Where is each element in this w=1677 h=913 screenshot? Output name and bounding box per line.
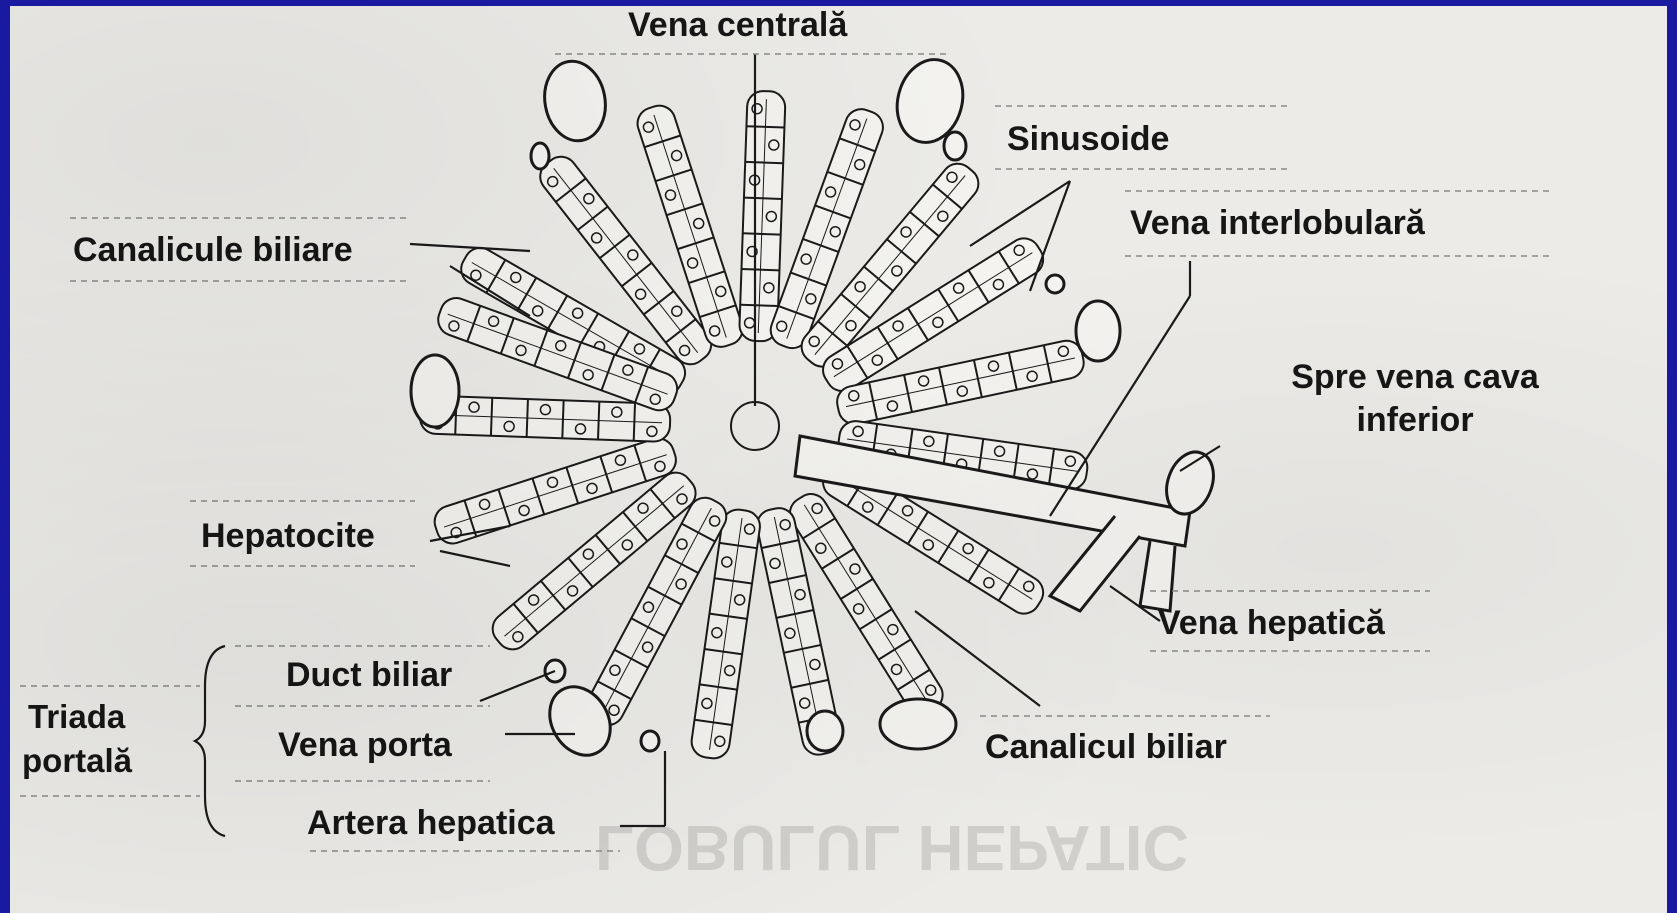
nucleus bbox=[766, 211, 776, 221]
leader-line bbox=[480, 671, 555, 701]
nucleus bbox=[711, 627, 722, 638]
leader-line bbox=[970, 181, 1070, 246]
label-vena-hepatica: Vena hepatică bbox=[1158, 604, 1385, 643]
nucleus bbox=[744, 318, 754, 328]
label-spre-vena-cava: Spre vena cava inferior bbox=[1280, 358, 1550, 440]
label-vena-centrala: Vena centrală bbox=[628, 6, 847, 45]
nucleus bbox=[744, 523, 755, 534]
label-spre-vena-cava-line1: Spre vena cava bbox=[1280, 358, 1550, 397]
nucleus bbox=[1065, 456, 1076, 467]
nucleus bbox=[540, 405, 550, 415]
leader-line bbox=[410, 244, 530, 251]
nucleus bbox=[647, 426, 657, 436]
central-vein bbox=[731, 402, 779, 450]
label-duct-biliar: Duct biliar bbox=[286, 656, 452, 695]
nucleus bbox=[994, 446, 1005, 457]
nucleus bbox=[734, 594, 745, 605]
nucleus bbox=[852, 426, 863, 437]
vessel-oval bbox=[531, 143, 549, 169]
vessel-oval bbox=[641, 731, 659, 751]
label-box-lines bbox=[20, 54, 1550, 851]
label-triada-line1: Triada bbox=[22, 698, 132, 736]
nucleus bbox=[923, 436, 934, 447]
vessel-oval bbox=[539, 56, 612, 145]
label-triada-portala: Triada portală bbox=[22, 698, 132, 780]
nucleus bbox=[714, 736, 725, 747]
label-vena-interlobulara: Vena interlobulară bbox=[1130, 204, 1425, 243]
nucleus bbox=[764, 283, 774, 293]
nucleus bbox=[575, 424, 585, 434]
vessel-oval bbox=[1046, 275, 1064, 293]
vessel-oval bbox=[944, 132, 966, 160]
vessel-oval bbox=[880, 699, 956, 749]
leader-line bbox=[440, 551, 510, 566]
nucleus bbox=[701, 698, 712, 709]
nucleus bbox=[1027, 468, 1038, 479]
label-spre-vena-cava-line2: inferior bbox=[1280, 401, 1550, 440]
vessel-oval bbox=[411, 355, 459, 427]
nucleus bbox=[612, 407, 622, 417]
triad-bracket bbox=[195, 646, 225, 836]
label-hepatocite: Hepatocite bbox=[201, 517, 375, 556]
label-vena-porta: Vena porta bbox=[278, 726, 452, 765]
label-canalicule-biliare: Canalicule biliare bbox=[73, 231, 353, 270]
hepatic-vein-branch bbox=[1140, 541, 1175, 611]
nucleus bbox=[769, 140, 779, 150]
label-triada-line2: portală bbox=[22, 742, 132, 780]
label-canalicul-biliar: Canalicul biliar bbox=[985, 728, 1227, 767]
nucleus bbox=[504, 421, 514, 431]
label-sinusoide: Sinusoide bbox=[1007, 120, 1169, 159]
vessel-oval bbox=[807, 711, 843, 751]
vessel-oval bbox=[1076, 301, 1120, 361]
nucleus bbox=[469, 402, 479, 412]
leader-line bbox=[1030, 181, 1070, 291]
diagram-panel: LOBULUL HEPATIC Vena centrală Sinusoide … bbox=[10, 6, 1667, 913]
nucleus bbox=[724, 665, 735, 676]
label-artera-hepatica: Artera hepatica bbox=[307, 804, 555, 843]
liver-lobule-diagram bbox=[10, 6, 1667, 913]
nucleus bbox=[721, 556, 732, 567]
nucleus bbox=[752, 104, 762, 114]
